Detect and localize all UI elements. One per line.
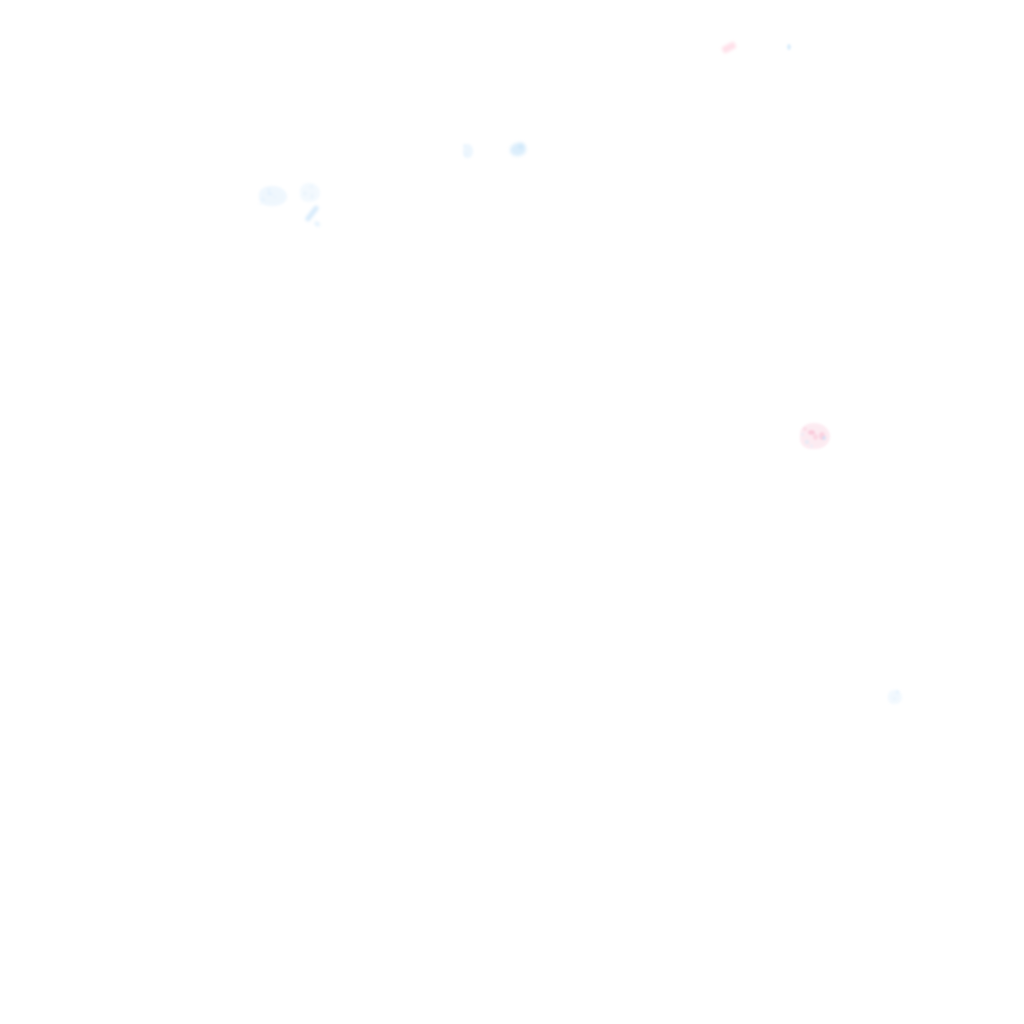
blue-cluster-left-upper-fleck-0 xyxy=(261,198,265,201)
blue-wedge-blob xyxy=(508,140,528,159)
pink-blue-cluster-right-fleck-7 xyxy=(801,433,804,436)
blue-cluster-left-upper xyxy=(259,186,287,206)
blue-wedge-blob-fleck-0 xyxy=(517,143,525,150)
blue-speck-group-upper-fleck-2 xyxy=(311,193,313,199)
pink-stroke-top-right xyxy=(721,41,737,54)
blue-specks-lower-right-fleck-0 xyxy=(896,690,899,694)
blue-dots-upper-mid-fleck-0 xyxy=(463,144,466,147)
blue-diagonal-stroke-fleck-0 xyxy=(313,220,321,228)
blue-speck-group-upper xyxy=(300,183,320,202)
blue-cluster-left-upper-fleck-1 xyxy=(267,193,273,195)
blue-cluster-left-upper-fleck-2 xyxy=(268,188,270,193)
blue-cluster-left-upper-fleck-4 xyxy=(259,203,262,205)
blue-speck-group-upper-fleck-1 xyxy=(310,184,313,189)
pink-blue-cluster-right-fleck-0 xyxy=(803,427,807,431)
blue-specks-lower-right-fleck-1 xyxy=(893,697,896,700)
blue-speck-group-upper-fleck-0 xyxy=(303,192,307,195)
blue-cluster-left-upper-fleck-3 xyxy=(273,196,277,198)
pink-blue-cluster-right-fleck-2 xyxy=(813,434,818,440)
pink-blue-cluster-right-fleck-3 xyxy=(819,432,825,440)
blue-specks-lower-right-fleck-2 xyxy=(888,696,890,698)
blue-diagonal-stroke xyxy=(304,204,321,228)
pink-blue-cluster-right-fleck-5 xyxy=(805,440,809,444)
blue-specks-lower-right xyxy=(888,690,902,704)
pink-blue-cluster-right-fleck-6 xyxy=(810,444,813,448)
blue-speck-top-right xyxy=(787,44,791,50)
pink-blue-cluster-right-fleck-4 xyxy=(822,436,826,440)
blue-dots-upper-mid xyxy=(463,144,473,158)
pink-blue-cluster-right-fleck-1 xyxy=(808,430,815,435)
blue-dots-upper-mid-fleck-1 xyxy=(464,153,467,156)
pink-blue-cluster-right xyxy=(800,423,830,449)
